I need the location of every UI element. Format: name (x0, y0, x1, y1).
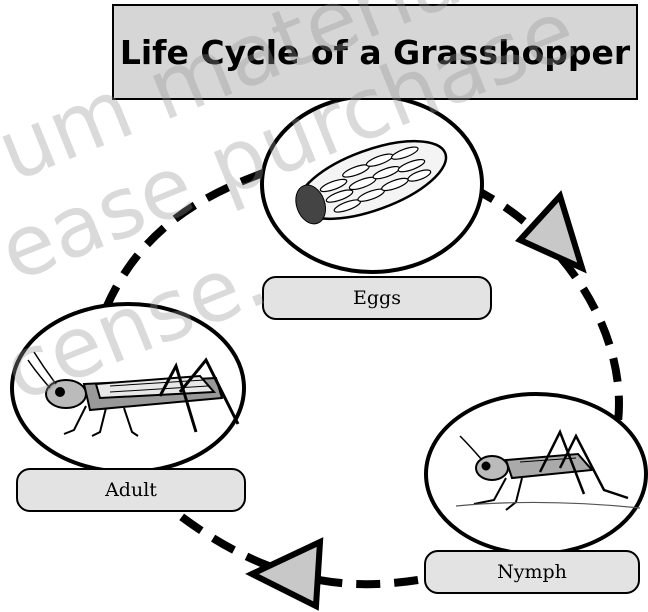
stage-label-eggs: Eggs (262, 276, 492, 320)
diagram-title: Life Cycle of a Grasshopper (120, 33, 630, 72)
cycle-arrow-right-icon (520, 196, 582, 268)
cycle-arrow-bottom-icon (252, 542, 320, 606)
stage-label-nymph: Nymph (424, 550, 640, 594)
title-box: Life Cycle of a Grasshopper (112, 4, 638, 100)
stage-label-adult: Adult (16, 468, 246, 512)
cycle-arc-adult-to-eggs (106, 172, 266, 308)
